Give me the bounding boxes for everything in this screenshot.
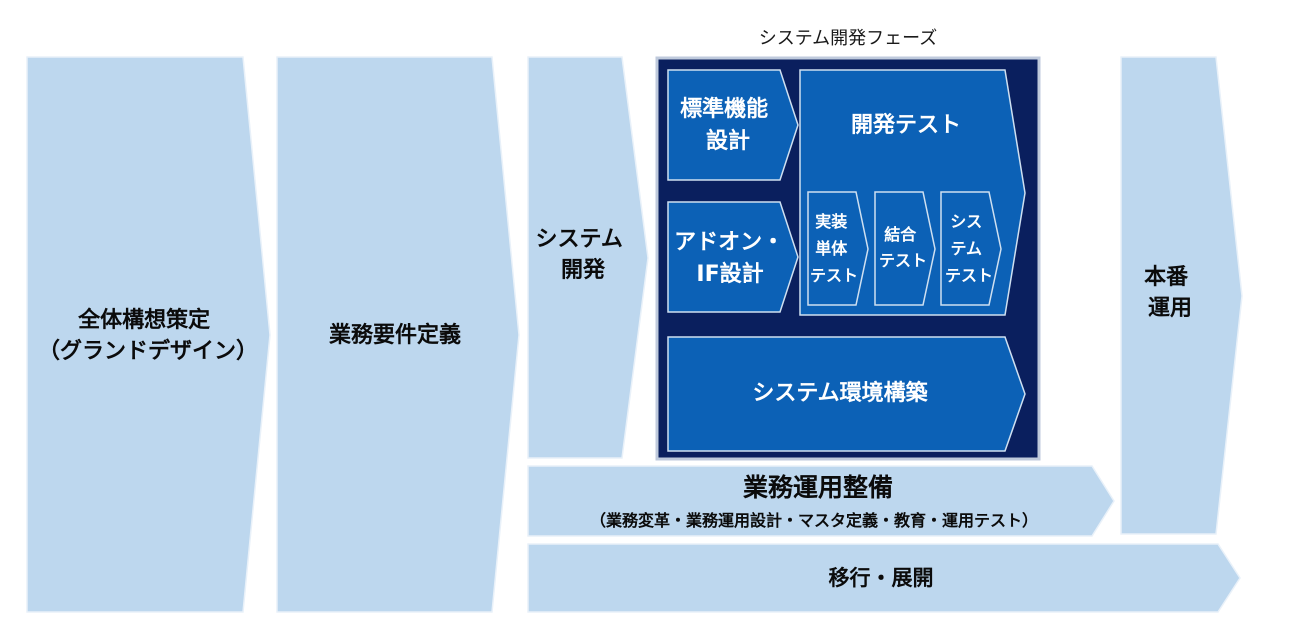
business-requirements-label: 業務要件定義 bbox=[329, 322, 461, 348]
system-development-line-1: システム bbox=[535, 227, 622, 252]
integration-test-line-1: 結合 bbox=[884, 225, 917, 244]
standard-design-line-1: 標準機能 bbox=[680, 96, 768, 122]
environment-box: システム環境構築 bbox=[667, 336, 1026, 452]
addon-design-arrow bbox=[667, 201, 799, 313]
svg-text:標準機能 設計: 標準機能 設計 bbox=[680, 96, 776, 154]
phase-label: システム開発フェーズ bbox=[759, 28, 938, 49]
unit-test-box: 実装 単体 テスト bbox=[807, 191, 869, 306]
overall-concept-stage: 全体構想策定 （グランドデザイン） bbox=[26, 56, 271, 613]
system-test-line-1: シス bbox=[950, 212, 982, 231]
dev-test-box: 開発テスト 実装 単体 テスト 結合 テスト シス bbox=[799, 69, 1026, 316]
system-development-stage: システム 開発 bbox=[527, 56, 649, 459]
system-development-phase: 標準機能 設計 アドオン・ IF設計 開発テスト 実装 単体 テスト bbox=[655, 56, 1041, 461]
standard-design-arrow bbox=[667, 69, 799, 181]
unit-test-arrow bbox=[807, 191, 869, 306]
production-operation-line-1: 本番 bbox=[1144, 265, 1189, 290]
system-test-arrow bbox=[940, 191, 1002, 306]
standard-design-line-2: 設計 bbox=[706, 128, 750, 154]
migration-arrow bbox=[527, 543, 1241, 613]
production-operation-arrow bbox=[1120, 56, 1243, 535]
integration-test-arrow bbox=[874, 191, 936, 306]
business-operation-arrow bbox=[527, 465, 1115, 537]
overall-concept-line-2: （グランドデザイン） bbox=[38, 338, 258, 364]
addon-design-line-1: アドオン・ bbox=[674, 230, 784, 255]
business-requirements-stage: 業務要件定義 bbox=[276, 56, 520, 613]
system-development-line-2: 開発 bbox=[561, 258, 606, 283]
business-operation-subtitle: （業務変革・業務運用設計・マスタ定義・教育・運用テスト） bbox=[590, 511, 1038, 530]
environment-label: システム環境構築 bbox=[752, 380, 928, 406]
unit-test-line-2: 単体 bbox=[815, 239, 848, 258]
svg-text:本番 運用: 本番 運用 bbox=[1144, 265, 1196, 321]
svg-text:全体構想策定 （グランドデザイン）: 全体構想策定 （グランドデザイン） bbox=[38, 307, 258, 364]
addon-design-line-2: IF設計 bbox=[696, 261, 763, 287]
unit-test-line-3: テスト bbox=[810, 266, 858, 285]
svg-text:アドオン・ IF設計: アドオン・ IF設計 bbox=[674, 230, 792, 287]
environment-arrow bbox=[667, 336, 1026, 452]
svg-text:システム 開発: システム 開発 bbox=[535, 227, 630, 283]
system-test-line-3: テスト bbox=[945, 266, 993, 285]
svg-text:シス テム テスト: シス テム テスト bbox=[945, 212, 993, 285]
business-requirements-arrow bbox=[276, 56, 520, 613]
unit-test-line-1: 実装 bbox=[815, 212, 847, 231]
production-operation-stage: 本番 運用 bbox=[1120, 56, 1243, 535]
standard-design-box: 標準機能 設計 bbox=[667, 69, 799, 181]
system-test-box: シス テム テスト bbox=[940, 191, 1002, 306]
svg-text:実装 単体 テスト: 実装 単体 テスト bbox=[810, 212, 858, 285]
integration-test-line-2: テスト bbox=[879, 251, 927, 270]
dev-test-label: 開発テスト bbox=[851, 113, 961, 138]
svg-text:業務要件定義: 業務要件定義 bbox=[329, 322, 461, 348]
system-development-arrow bbox=[527, 56, 649, 459]
overall-concept-line-1: 全体構想策定 bbox=[77, 307, 210, 333]
system-test-line-2: テム bbox=[950, 239, 982, 258]
business-operation-stage: 業務運用整備 （業務変革・業務運用設計・マスタ定義・教育・運用テスト） bbox=[527, 465, 1115, 537]
migration-stage: 移行・展開 bbox=[527, 543, 1241, 613]
integration-test-box: 結合 テスト bbox=[874, 191, 936, 306]
production-operation-line-2: 運用 bbox=[1148, 296, 1192, 321]
migration-label: 移行・展開 bbox=[829, 566, 934, 590]
overall-concept-arrow bbox=[26, 56, 271, 613]
addon-design-box: アドオン・ IF設計 bbox=[667, 201, 799, 313]
business-operation-title: 業務運用整備 bbox=[743, 473, 893, 502]
svg-text:結合 テスト: 結合 テスト bbox=[879, 225, 927, 270]
